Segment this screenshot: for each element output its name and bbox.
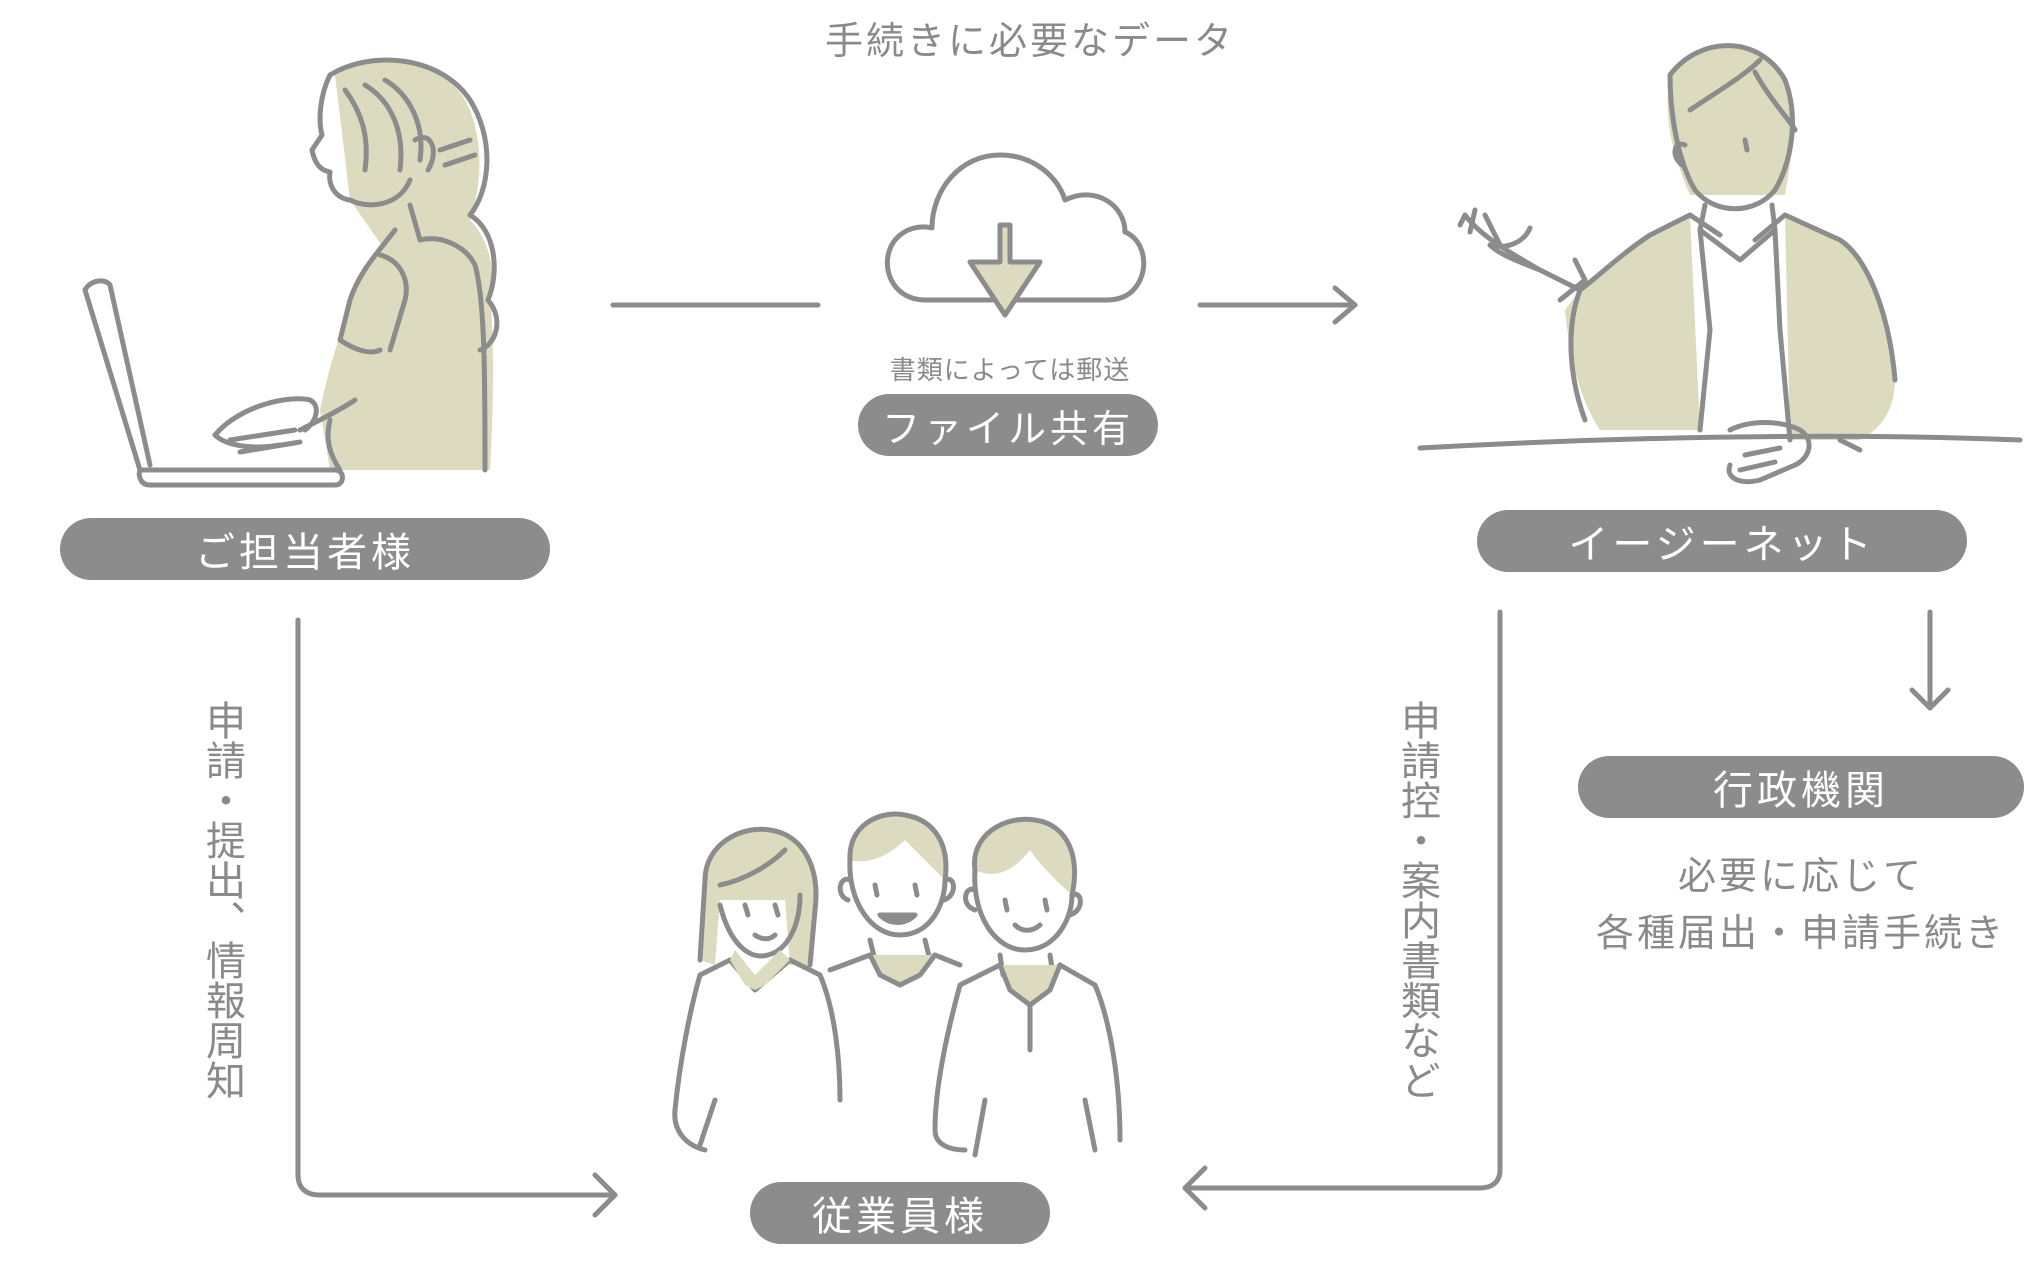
government-note-line2: 各種届出・申請手続き bbox=[1595, 911, 2006, 955]
employees-illustration bbox=[672, 811, 1123, 1158]
top-caption: 手続きに必要なデータ bbox=[824, 19, 1235, 63]
client-person-illustration bbox=[82, 57, 500, 488]
cloud-caption: 書類によっては郵送 bbox=[889, 356, 1131, 386]
cloud-download-icon bbox=[884, 152, 1147, 318]
left-flow-text: 申請・提出、情報周知 bbox=[199, 700, 245, 1100]
government-badge: 行政機関 bbox=[1578, 756, 2024, 818]
right-flow-text: 申請控・案内書類など bbox=[1394, 700, 1440, 1100]
client-badge: ご担当者様 bbox=[60, 518, 550, 580]
connector-lines bbox=[295, 285, 1951, 1218]
government-note-line1: 必要に応じて bbox=[1677, 854, 1924, 898]
file-share-badge: ファイル共有 bbox=[858, 394, 1158, 456]
employees-badge: 従業員様 bbox=[750, 1182, 1050, 1244]
company-person-illustration bbox=[1417, 43, 2023, 485]
company-badge: イージーネット bbox=[1477, 510, 1967, 572]
